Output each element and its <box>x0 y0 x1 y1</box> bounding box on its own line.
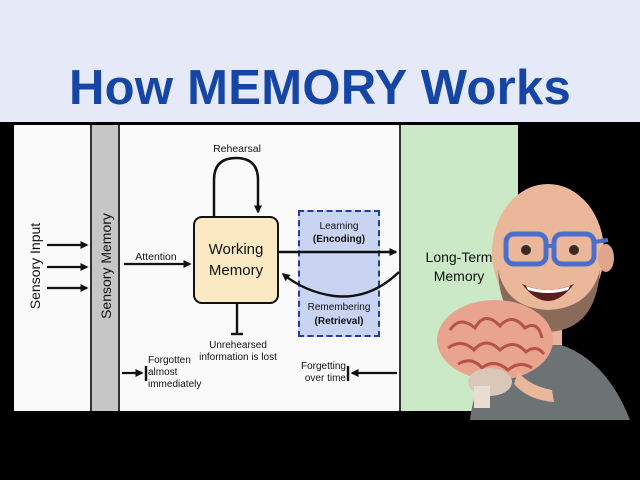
sensory-memory-panel <box>90 125 120 411</box>
sensory-memory-label: Sensory Memory <box>98 213 114 319</box>
unrehearsed-label: Unrehearsed information is lost <box>196 340 280 364</box>
forgotten-line2: almost <box>148 367 178 378</box>
attention-label: Attention <box>135 251 177 263</box>
forgetting-line2: over time <box>304 373 346 384</box>
learning-label: Learning <box>319 221 359 232</box>
sensory-input-label: Sensory Input <box>27 222 43 310</box>
working-memory-box: Working Memory <box>193 216 279 304</box>
forgetting-label: Forgetting over time <box>296 361 346 385</box>
ltm-label-line1: Long-Term <box>425 249 493 265</box>
person-icon <box>470 184 630 420</box>
forgetting-line1: Forgetting <box>300 361 346 372</box>
working-memory-label-line1: Working <box>208 241 264 258</box>
unrehearsed-line1: Unrehearsed <box>209 340 267 351</box>
rehearsal-label: Rehearsal <box>213 143 261 155</box>
long-term-memory-label: Long-Term Memory <box>405 248 513 286</box>
brain-model-icon <box>437 300 554 408</box>
retrieval-label: (Retrieval) <box>314 316 364 327</box>
unrehearsed-line2: information is lost <box>199 352 277 363</box>
ltm-label-line2: Memory <box>433 268 485 284</box>
working-memory-label-line2: Memory <box>208 262 264 279</box>
title-band <box>0 0 640 122</box>
page-title: How MEMORY Works <box>68 61 572 115</box>
remembering-label: Remembering <box>307 302 371 313</box>
forgotten-label: Forgotten almost immediately <box>148 355 208 391</box>
forgotten-line1: Forgotten <box>148 355 191 366</box>
forgotten-line3: immediately <box>148 379 202 390</box>
encoding-label: (Encoding) <box>312 234 366 245</box>
